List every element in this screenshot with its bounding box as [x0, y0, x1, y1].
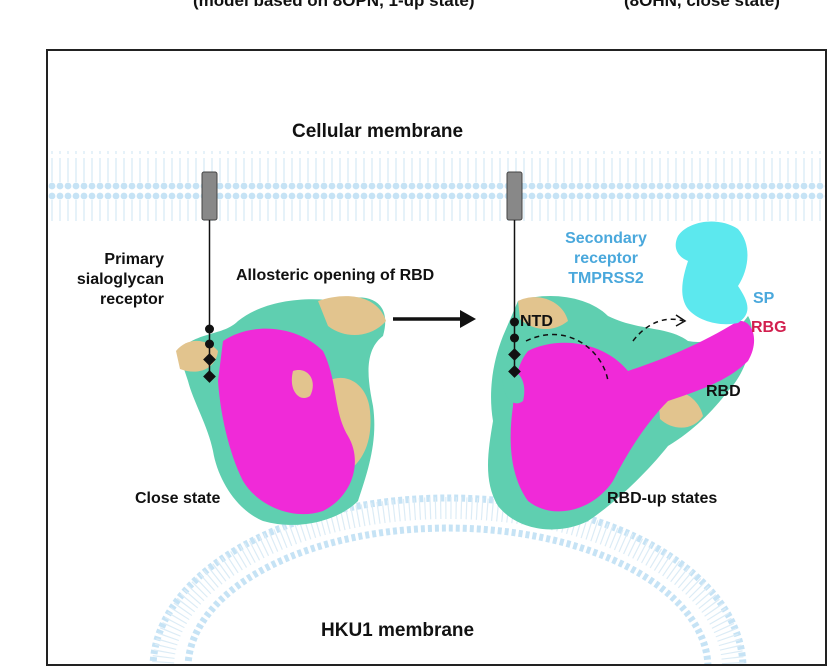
right-top-caption: (8OHN, close state) — [624, 0, 780, 10]
rbd-up-states-label: RBD-up states — [607, 490, 718, 507]
hku1-membrane-label: HKU1 membrane — [321, 620, 475, 641]
diagram-canvas — [48, 151, 825, 664]
ntd-label: NTD — [520, 313, 553, 330]
figure-frame: Cellular membrane HKU1 membrane Primary … — [46, 49, 827, 666]
allosteric-opening-label: Allosteric opening of RBD — [236, 267, 435, 284]
cellular-membrane-bilayer — [48, 151, 825, 221]
spike-close-state — [176, 296, 386, 525]
transition-arrow — [393, 310, 476, 328]
rbd-label: RBD — [706, 383, 741, 400]
rbg-label: RBG — [751, 319, 787, 336]
tmprss2-receptor — [675, 221, 748, 325]
primary-receptor-left — [201, 171, 218, 383]
close-state-label: Close state — [135, 490, 221, 507]
secondary-receptor-label: Secondary receptor TMPRSS2 — [565, 230, 647, 287]
cellular-membrane-label: Cellular membrane — [292, 121, 464, 142]
left-top-caption: (model based on 8OPN, 1-up state) — [193, 0, 475, 10]
sp-label: SP — [753, 290, 775, 307]
rbd-movement-dashed-arrow — [525, 314, 687, 382]
hku1-membrane-arc — [149, 494, 747, 664]
primary-receptor-label: Primary sialoglycan receptor — [76, 251, 164, 308]
spike-rbd-up-state — [488, 296, 755, 530]
